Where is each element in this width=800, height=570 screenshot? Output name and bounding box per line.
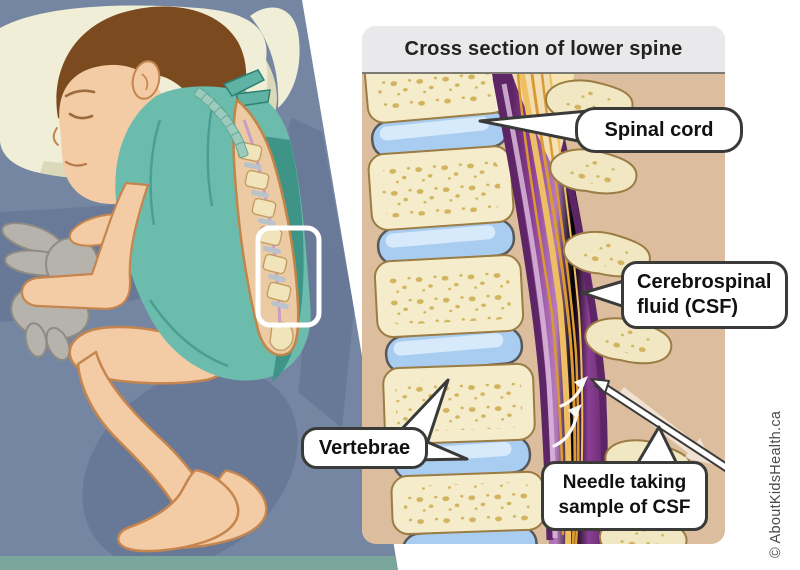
panel-title: Cross section of lower spine	[404, 37, 683, 60]
callout-vertebrae: Vertebrae	[301, 427, 428, 469]
needle-label-line2: sample of CSF	[558, 497, 691, 518]
callout-needle: Needle taking sample of CSF	[541, 461, 708, 531]
watermark-credit: © AboutKidsHealth.ca	[768, 410, 784, 558]
upper-spine-under-gown	[193, 87, 249, 159]
needle-label-line1: Needle taking	[562, 472, 687, 494]
vertebrae-label: Vertebrae	[318, 436, 411, 459]
closed-eye	[68, 112, 94, 120]
lumbar-vertebrae	[237, 141, 294, 352]
child-scene-illustration	[0, 0, 398, 570]
csf-label-line2: fluid (CSF)	[637, 296, 739, 318]
panel-header: Cross section of lower spine	[362, 26, 725, 74]
csf-label-line1: Cerebrospinal	[637, 271, 772, 293]
callout-csf: Cerebrospinal fluid (CSF)	[621, 261, 788, 329]
eyebrow	[64, 89, 96, 98]
mouth	[64, 160, 88, 167]
csf-flow-arrows	[552, 376, 588, 448]
strip-discs	[244, 162, 289, 310]
spinal-cord-label: Spinal cord	[604, 118, 714, 141]
callout-spinal-cord: Spinal cord	[575, 107, 743, 153]
child-arm	[20, 181, 150, 311]
bed-edge	[0, 556, 398, 570]
highlight-box	[255, 225, 322, 328]
gown-tie	[222, 69, 266, 97]
nose	[52, 127, 59, 146]
front-foot	[117, 468, 240, 553]
